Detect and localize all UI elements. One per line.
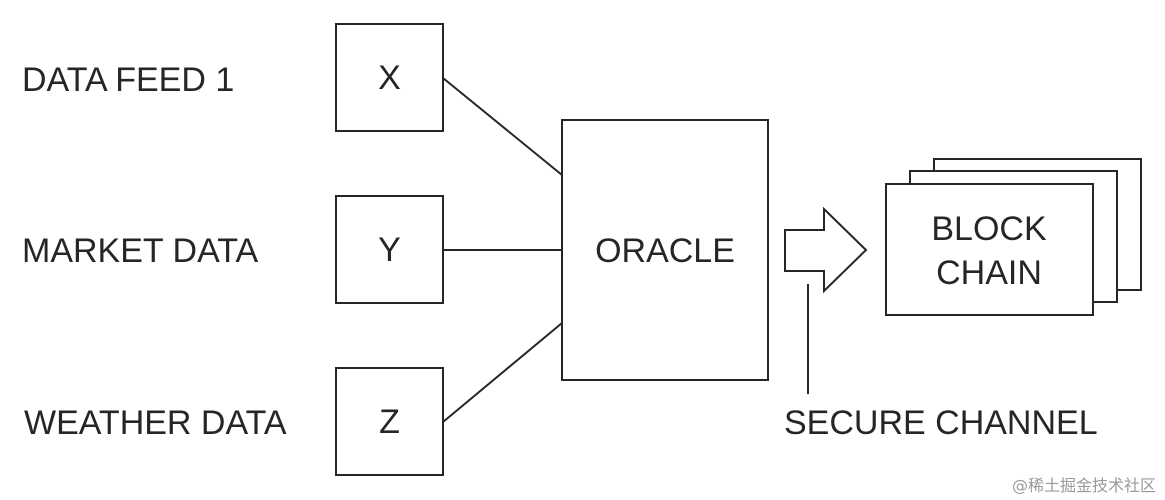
oracle-label: ORACLE [595,232,735,270]
secure-channel-label: SECURE CHANNEL [784,404,1098,442]
right-arrow-icon [784,206,868,294]
source-box-x-label: X [378,59,401,97]
source-box-y-label: Y [378,231,401,269]
blockchain-label-line1: BLOCK [931,210,1047,248]
source-box-x: X [335,23,444,132]
watermark: @稀土掘金技术社区 [1012,476,1156,495]
oracle-box: ORACLE [561,119,769,381]
source-label-market-data: MARKET DATA [22,232,258,270]
connector-x-to-oracle [442,77,563,176]
source-label-weather-data: WEATHER DATA [24,404,287,442]
source-box-y: Y [335,195,444,304]
blockchain-label-line2: CHAIN [936,254,1042,292]
blockchain-front-sheet [885,183,1094,316]
blockchain-stack: BLOCK CHAIN [885,158,1142,316]
connector-z-to-oracle [442,322,563,423]
source-box-z-label: Z [379,403,400,441]
source-box-z: Z [335,367,444,476]
source-label-data-feed: DATA FEED 1 [22,61,234,99]
